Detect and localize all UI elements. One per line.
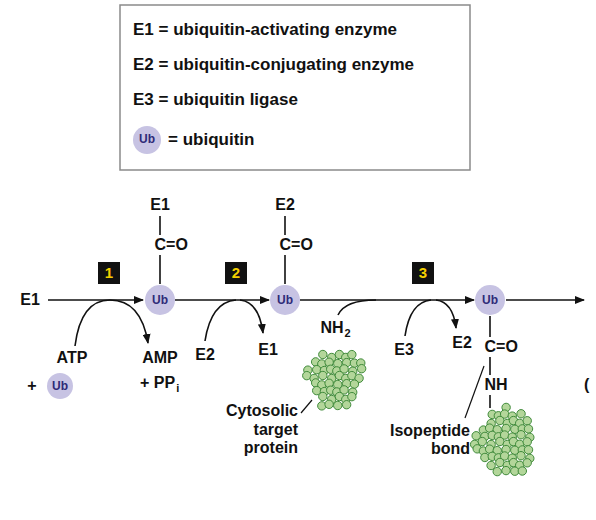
subscript: 2 xyxy=(345,327,351,340)
protein-bead xyxy=(478,437,486,445)
carbonyl-label: C=O xyxy=(280,236,313,254)
enzyme-label: E3 xyxy=(394,341,414,359)
bond-label: Isopeptide bond xyxy=(380,422,470,459)
protein-bead xyxy=(493,467,501,475)
swatch-text: Ub xyxy=(139,133,155,147)
callout-number: 3 xyxy=(412,262,434,284)
protein-bead xyxy=(502,466,510,474)
reaction-arrow xyxy=(175,299,269,301)
protein-bead xyxy=(517,410,525,418)
protein-bead xyxy=(518,467,526,475)
protein-bead xyxy=(334,401,342,409)
legend-box xyxy=(120,5,470,170)
ubiquitin-circle: Ub xyxy=(475,285,505,315)
plus-sign: + xyxy=(27,377,36,395)
leader-line xyxy=(465,366,484,418)
bond-line xyxy=(284,216,286,235)
side-arrow xyxy=(75,300,148,346)
bond-line xyxy=(159,216,161,235)
protein-bead xyxy=(350,380,358,388)
protein-label: Cytosolic target protein xyxy=(203,402,298,457)
protein-bead xyxy=(517,431,525,439)
side-arrow xyxy=(338,300,376,315)
enzyme-label: E1 xyxy=(258,341,278,359)
isopeptide-bond-line xyxy=(489,357,491,375)
carbonyl-label: C=O xyxy=(485,338,518,356)
product-label: AMP xyxy=(142,349,178,367)
amine-label: NH xyxy=(485,376,508,394)
enzyme-label: E2 xyxy=(452,334,472,352)
protein-bead xyxy=(348,350,356,358)
carbonyl-label: C=O xyxy=(155,236,188,254)
reaction-arrow xyxy=(48,299,143,301)
ubiquitin-circle: Ub xyxy=(47,373,73,399)
side-arrow xyxy=(240,300,263,333)
protein-bead xyxy=(357,364,365,372)
side-arrow xyxy=(436,300,456,328)
reaction-arrow xyxy=(506,299,584,301)
product-label: + PP xyxy=(140,374,175,392)
legend-text: = ubiquitin xyxy=(168,130,254,150)
protein-illustration xyxy=(303,350,534,476)
subscript: i xyxy=(176,382,179,395)
protein-bead xyxy=(325,400,333,408)
leader-line xyxy=(301,400,312,413)
enzyme-label: E2 xyxy=(195,346,215,364)
legend-swatch: Ub xyxy=(133,126,161,154)
enzyme-label: E2 xyxy=(275,196,295,214)
protein-bead xyxy=(517,452,525,460)
enzyme-label: E1 xyxy=(20,291,40,309)
ubiquitin-circle: Ub xyxy=(270,285,300,315)
node-text: Ub xyxy=(482,293,498,307)
node-text: Ub xyxy=(277,293,293,307)
reaction-arrow xyxy=(300,299,474,301)
protein-bead xyxy=(523,438,531,446)
legend-text: E1 = ubiquitin-activating enzyme xyxy=(133,20,397,40)
bond-line xyxy=(489,395,491,408)
bond-line xyxy=(489,316,491,337)
bond-line xyxy=(284,255,286,284)
node-text: Ub xyxy=(52,379,68,393)
ubiquitin-circle: Ub xyxy=(145,285,175,315)
cut-text: ( xyxy=(584,376,589,394)
bond-line xyxy=(159,255,161,284)
protein-bead xyxy=(524,425,532,433)
node-text: Ub xyxy=(152,293,168,307)
side-arrow xyxy=(405,300,431,336)
legend-text: E2 = ubiquitin-conjugating enzyme xyxy=(133,55,414,75)
protein-bead xyxy=(523,459,531,467)
protein-bead xyxy=(523,417,531,425)
callout-number: 2 xyxy=(225,262,247,284)
legend-text: E3 = ubiquitin ligase xyxy=(133,90,298,110)
protein-bead xyxy=(348,392,356,400)
protein-bead xyxy=(319,371,327,379)
protein-bead xyxy=(319,350,327,358)
protein-bead xyxy=(319,392,327,400)
amine-label: NH xyxy=(320,319,343,337)
protein-bead xyxy=(342,401,350,409)
enzyme-label: E1 xyxy=(150,196,170,214)
callout-number: 1 xyxy=(98,262,120,284)
side-arrow xyxy=(205,300,236,341)
protein-bead xyxy=(524,446,532,454)
reagent-label: ATP xyxy=(57,349,88,367)
